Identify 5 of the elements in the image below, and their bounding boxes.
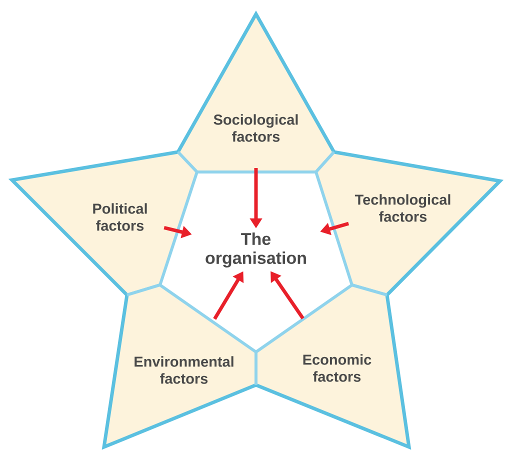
star-point: Environmental factors bbox=[102, 284, 258, 450]
star-point: Technological factors bbox=[314, 150, 504, 296]
star-point: Economic factors bbox=[254, 284, 412, 450]
star-point: Political factors bbox=[8, 150, 198, 296]
star-point: Sociological factors bbox=[176, 10, 336, 174]
